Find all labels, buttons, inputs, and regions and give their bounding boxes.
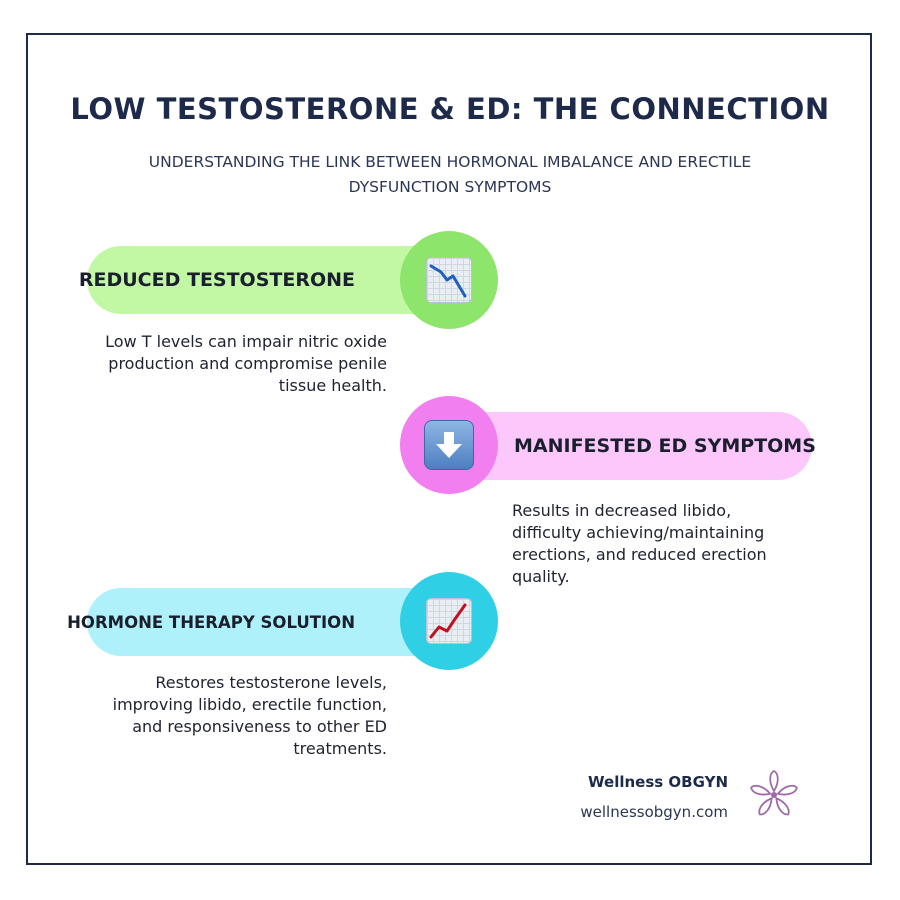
step-reduced-testosterone-pill: REDUCED TESTOSTERONE: [79, 246, 467, 314]
step-hormone-therapy-solution-description: Restores testosterone levels, improving …: [112, 673, 387, 758]
step-label: REDUCED TESTOSTERONE: [78, 269, 355, 291]
step-hormone-therapy-solution-circle: [400, 572, 498, 670]
step-reduced-testosterone-description: Low T levels can impair nitric oxide pro…: [105, 332, 387, 395]
step-label: MANIFESTED ED SYMPTOMS: [514, 435, 816, 457]
step-label: HORMONE THERAPY SOLUTION: [67, 612, 355, 632]
brand-block: Wellness OBGYN wellnessobgyn.com: [580, 772, 728, 822]
brand-url[interactable]: wellnessobgyn.com: [580, 803, 728, 821]
step-manifested-ed-symptoms-description: Results in decreased libido, difficulty …: [512, 501, 767, 586]
step-reduced-testosterone-circle: [400, 231, 498, 329]
page-title: LOW TESTOSTERONE & ED: THE CONNECTION: [70, 92, 830, 126]
chart-decreasing-icon: [426, 257, 472, 303]
page-subtitle: UNDERSTANDING THE LINK BETWEEN HORMONAL …: [148, 153, 752, 196]
step-manifested-ed-symptoms-circle: [400, 396, 498, 494]
down-arrow-icon: [424, 420, 474, 470]
step-manifested-ed-symptoms-pill: MANIFESTED ED SYMPTOMS: [430, 412, 816, 480]
flower-logo-icon: [748, 768, 800, 820]
chart-increasing-icon: [426, 598, 472, 644]
brand-name: Wellness OBGYN: [588, 773, 728, 791]
